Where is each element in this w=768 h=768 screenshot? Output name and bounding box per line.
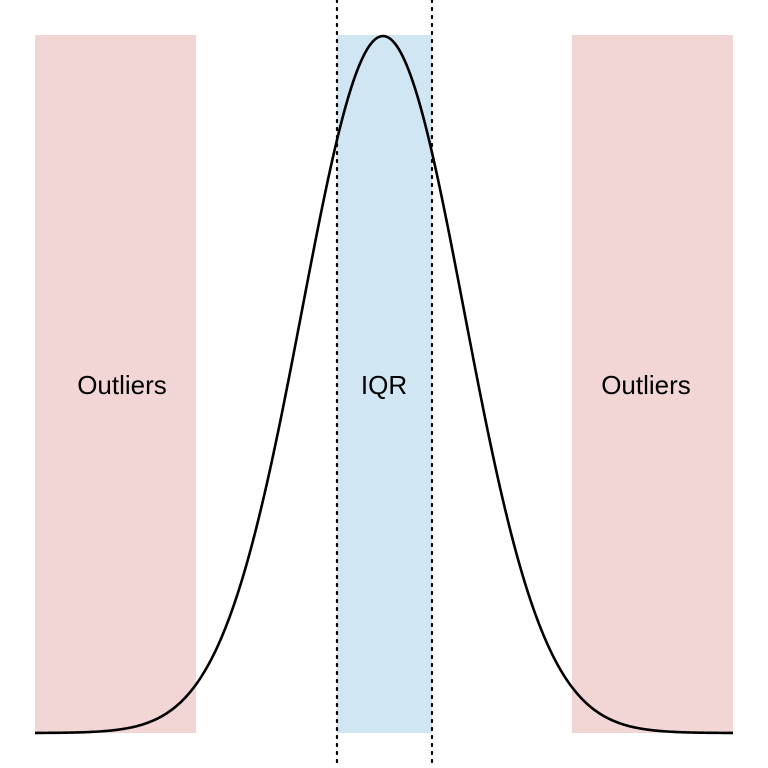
left-outliers-label: Outliers (77, 370, 167, 400)
iqr-region (337, 35, 432, 733)
right-outliers-label: Outliers (601, 370, 691, 400)
left-outlier-region (35, 35, 196, 733)
distribution-curve (34, 34, 734, 735)
iqr-label: IQR (361, 370, 407, 400)
right-outlier-region (572, 35, 733, 733)
